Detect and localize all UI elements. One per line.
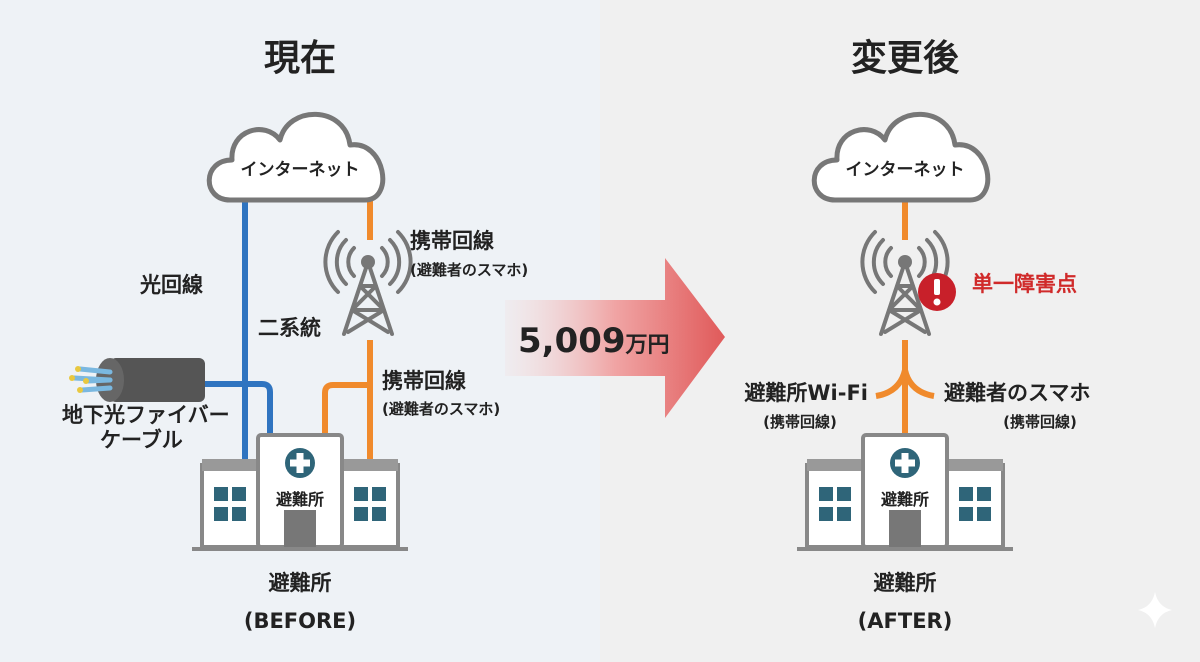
cloud-label: インターネット (241, 160, 360, 180)
building-sign: 避難所 (276, 490, 324, 509)
after-caption: 避難所 (874, 571, 937, 595)
cloud-label-after: インターネット (846, 160, 965, 180)
before-panel (0, 0, 600, 662)
dual-system-label: 二系統 (258, 316, 321, 340)
phone-sub: (携帯回線) (1003, 413, 1077, 431)
cable-label-line2: ケーブル (100, 428, 183, 452)
transition-arrow (505, 258, 725, 418)
mobile-sub-bottom: (避難者のスマホ) (382, 400, 500, 418)
mobile-line (322, 195, 373, 465)
wifi-sub: (携帯回線) (763, 413, 837, 431)
before-caption-sub: (BEFORE) (244, 609, 356, 633)
single-point-of-failure-label: 単一障害点 (972, 272, 1077, 296)
after-caption-sub: (AFTER) (858, 609, 953, 633)
sparkle-icon (1138, 592, 1172, 628)
before-title: 現在 (264, 38, 336, 79)
mobile-line-after (875, 195, 935, 440)
after-title: 変更後 (851, 37, 960, 79)
mobile-sub-top: (避難者のスマホ) (410, 261, 528, 279)
cable-label-line1: 地下光ファイバー (62, 403, 230, 427)
fiber-line (205, 195, 273, 465)
warning-icon (918, 273, 956, 311)
wifi-label: 避難所Wi-Fi (744, 381, 868, 405)
mobile-label-bottom: 携帯回線 (382, 369, 466, 393)
building-sign-after: 避難所 (881, 490, 929, 509)
fiber-cable-icon (69, 358, 205, 402)
mobile-label-top: 携帯回線 (410, 229, 494, 253)
before-caption: 避難所 (269, 571, 332, 595)
fiber-label: 光回線 (139, 273, 203, 297)
phone-label: 避難者のスマホ (944, 381, 1090, 405)
cost-amount: 5,009万円 (518, 321, 670, 361)
